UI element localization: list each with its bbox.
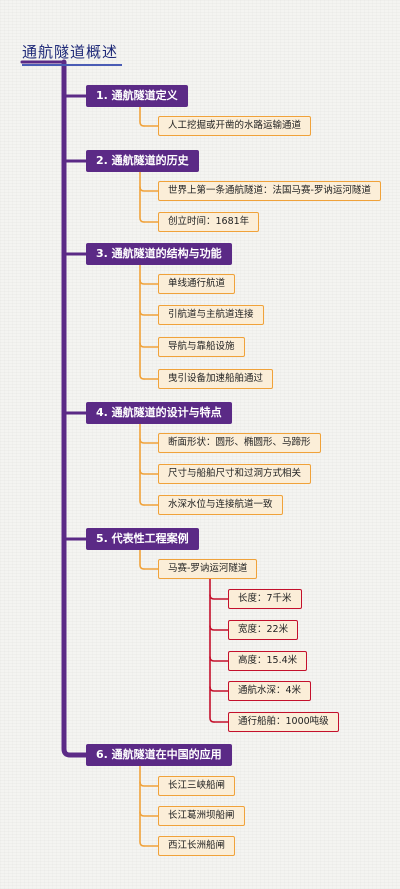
trunk-line bbox=[61, 59, 89, 758]
leaf-connector bbox=[209, 686, 229, 692]
case-detail-5[interactable]: 通行船舶：1000吨级 bbox=[228, 712, 339, 732]
section-4-item-3[interactable]: 水深水位与连接航道一致 bbox=[158, 495, 283, 515]
branch-line bbox=[139, 171, 145, 223]
branch-line bbox=[139, 264, 145, 380]
section-5-node[interactable]: 5. 代表性工程案例 bbox=[86, 528, 199, 550]
branch-connector bbox=[139, 310, 159, 316]
section-3-item-1[interactable]: 单线通行航道 bbox=[158, 274, 236, 294]
section-5-item-1[interactable]: 马赛-罗讷运河隧道 bbox=[158, 559, 258, 579]
leaf-connector bbox=[209, 594, 229, 600]
branch-connector bbox=[139, 469, 159, 475]
branch-line bbox=[139, 106, 145, 127]
leaf-connector bbox=[209, 625, 229, 631]
map-title[interactable]: 通航隧道概述 bbox=[22, 41, 123, 66]
section-4-item-1[interactable]: 断面形状：圆形、椭圆形、马蹄形 bbox=[158, 433, 321, 453]
branch-line bbox=[139, 423, 145, 506]
case-detail-4[interactable]: 通航水深：4米 bbox=[228, 681, 312, 701]
section-6-item-3[interactable]: 西江长洲船闸 bbox=[158, 836, 236, 856]
branch-connector bbox=[139, 279, 159, 285]
section-2-node[interactable]: 2. 通航隧道的历史 bbox=[86, 150, 199, 172]
branch-line bbox=[139, 765, 145, 847]
section-6-item-2[interactable]: 长江葛洲坝船闸 bbox=[158, 806, 245, 826]
section-3-item-2[interactable]: 引航道与主航道连接 bbox=[158, 305, 264, 325]
section-3-node[interactable]: 3. 通航隧道的结构与功能 bbox=[86, 243, 232, 265]
case-detail-2[interactable]: 宽度：22米 bbox=[228, 620, 299, 640]
section-3-item-3[interactable]: 导航与靠船设施 bbox=[158, 337, 245, 357]
branch-connector bbox=[139, 781, 159, 787]
section-1-item-1[interactable]: 人工挖掘或开凿的水路运输通道 bbox=[158, 116, 312, 136]
case-detail-1[interactable]: 长度：7千米 bbox=[228, 589, 302, 609]
section-2-item-2[interactable]: 创立时间：1681年 bbox=[158, 212, 260, 232]
section-6-item-1[interactable]: 长江三峡船闸 bbox=[158, 776, 236, 796]
section-2-item-1[interactable]: 世界上第一条通航隧道：法国马赛-罗讷运河隧道 bbox=[158, 181, 381, 201]
leaf-connector bbox=[209, 656, 229, 662]
section-1-node[interactable]: 1. 通航隧道定义 bbox=[86, 85, 188, 107]
branch-connector bbox=[139, 438, 159, 444]
branch-connector bbox=[139, 186, 159, 192]
section-4-item-2[interactable]: 尺寸与船舶尺寸和过洞方式相关 bbox=[158, 464, 312, 484]
section-3-item-4[interactable]: 曳引设备加速船舶通过 bbox=[158, 369, 274, 389]
leaf-branch-line bbox=[209, 578, 215, 723]
case-detail-3[interactable]: 高度：15.4米 bbox=[228, 651, 308, 671]
branch-line bbox=[139, 549, 145, 570]
section-6-node[interactable]: 6. 通航隧道在中国的应用 bbox=[86, 744, 232, 766]
branch-connector bbox=[139, 342, 159, 348]
section-4-node[interactable]: 4. 通航隧道的设计与特点 bbox=[86, 402, 232, 424]
branch-connector bbox=[139, 811, 159, 817]
